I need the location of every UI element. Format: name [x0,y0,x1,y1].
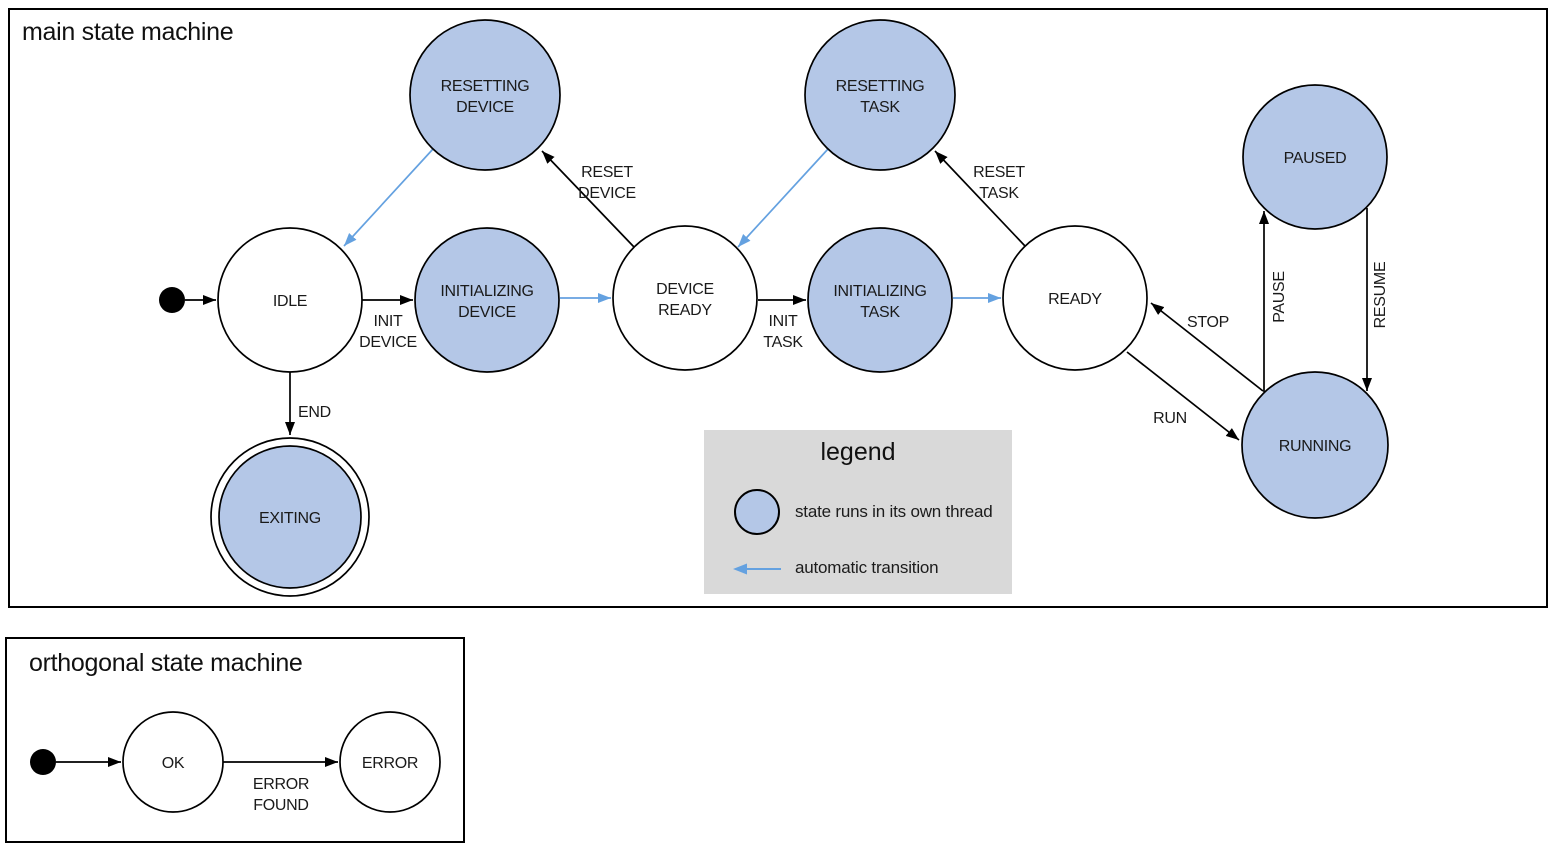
state-circle-resetting-task [804,19,956,171]
state-circle-exiting [218,445,362,589]
legend-item-auto-label: automatic transition [795,558,939,577]
transition-label-resume: RESUME [1372,262,1389,329]
legend-box: legend state runs in its own thread auto… [704,430,1012,594]
state-label-ready: READY [1048,291,1102,308]
orthogonal-panel-title: orthogonal state machine [29,649,303,677]
automatic-transition-arrow-icon [733,562,783,581]
main-panel-title: main state machine [22,18,234,46]
state-label-running: RUNNING [1279,438,1352,455]
state-circle-device-ready [612,225,758,371]
legend-title: legend [820,438,896,466]
transition-line-auto-resetting-device-to-idle [343,148,434,247]
state-label-ok: OK [162,755,185,772]
legend-item-thread-label: state runs in its own thread [795,502,993,521]
initial-state-dot [159,287,185,313]
state-circle-initializing-device [414,227,560,373]
transition-label-pause: PAUSE [1271,271,1288,323]
state-circle-initializing-task [807,227,953,373]
state-circle-ok [122,711,224,813]
state-circle-running [1241,371,1389,519]
state-label-paused: PAUSED [1284,150,1347,167]
transition-line-stop [1150,302,1264,392]
state-label-exiting: EXITING [259,510,321,527]
transition-line-run [1126,351,1240,441]
state-label-idle: IDLE [273,293,307,310]
transition-line-reset-device [541,150,635,248]
transition-label-run: RUN [1153,410,1187,427]
transition-line-auto-resetting-task-to-device-ready [737,148,829,248]
state-circle-ready [1002,225,1148,371]
thread-state-icon [734,489,780,535]
initial-state-dot [30,749,56,775]
transition-label-end: END [298,404,331,421]
state-label-error: ERROR [362,755,418,772]
state-circle-idle [217,227,363,373]
state-circle-resetting-device [409,19,561,171]
transition-label-stop: STOP [1187,314,1229,331]
state-circle-error [339,711,441,813]
state-circle-paused [1242,84,1388,230]
transition-line-reset-task [934,150,1026,247]
